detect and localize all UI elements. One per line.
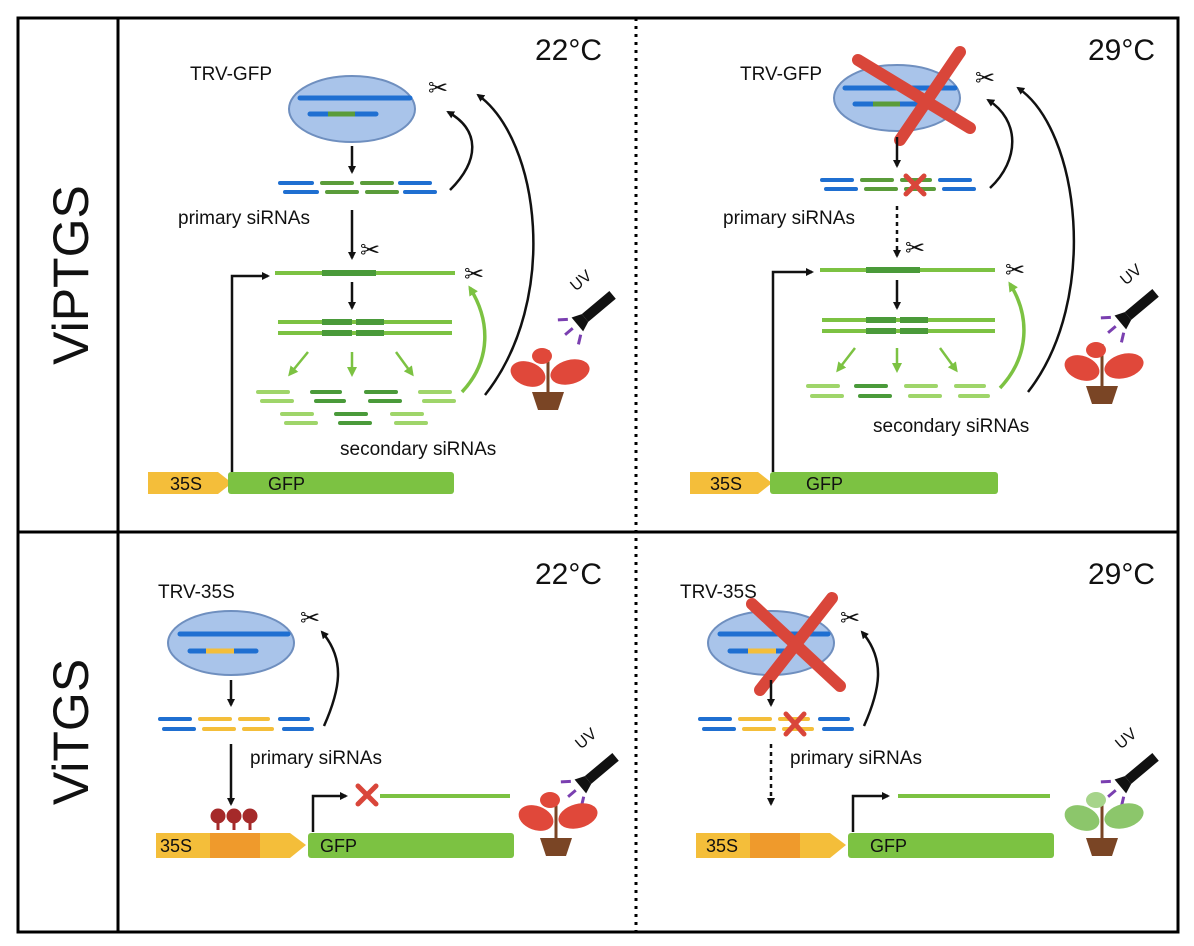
secondary-sirnas xyxy=(256,390,456,425)
primary-sirnas-label: primary siRNAs xyxy=(178,208,310,229)
dsrna xyxy=(822,317,995,334)
uv-label: UV xyxy=(1117,261,1145,289)
virus-label: TRV-GFP xyxy=(740,64,822,85)
cross-icon xyxy=(746,592,846,696)
row-label-vitgs: ViTGS xyxy=(43,659,99,805)
primary-sirnas xyxy=(820,178,976,191)
scissors-icon: ✂ xyxy=(464,261,484,288)
virus-particle xyxy=(167,610,295,676)
uv-label: UV xyxy=(572,725,600,753)
transcription-arrow xyxy=(851,792,890,832)
promoter-label: 35S xyxy=(710,474,742,494)
gene-label: GFP xyxy=(806,474,843,494)
feedback-arrow xyxy=(1016,86,1076,393)
scissors-icon: ✂ xyxy=(428,75,448,102)
plant-icon xyxy=(1064,342,1144,404)
temperature-label: 22°C xyxy=(535,558,602,591)
scissors-icon: ✂ xyxy=(840,605,860,632)
plant-icon xyxy=(510,348,590,410)
feedback-arrow xyxy=(986,98,1014,189)
virus-label: TRV-35S xyxy=(680,582,757,603)
feedback-arrow xyxy=(446,110,474,191)
uv-flashlight-icon xyxy=(1100,753,1159,807)
panel-viptgs-29c: 29°C TRV-GFP ✂ primary siRNAs ✂ ✂ xyxy=(690,34,1159,494)
green-arrows xyxy=(288,351,414,377)
methylation-icon xyxy=(210,808,258,830)
uv-flashlight-icon xyxy=(560,753,619,807)
scissors-icon: ✂ xyxy=(1005,257,1025,284)
cross-icon xyxy=(783,711,807,737)
plant-icon xyxy=(518,792,598,856)
uv-label: UV xyxy=(1112,725,1140,753)
temperature-label: 22°C xyxy=(535,34,602,67)
primary-sirnas-label: primary siRNAs xyxy=(250,748,382,769)
green-arrows xyxy=(836,347,958,373)
primary-sirnas xyxy=(698,717,854,731)
cross-icon xyxy=(355,783,379,807)
plant-icon xyxy=(1064,792,1144,856)
amplification-arrow xyxy=(460,285,487,394)
gene-label: GFP xyxy=(268,474,305,494)
uv-flashlight-icon xyxy=(557,291,616,345)
secondary-sirnas-label: secondary siRNAs xyxy=(873,416,1029,437)
row-label-viptgs: ViPTGS xyxy=(43,185,99,365)
promoter-label: 35S xyxy=(706,836,738,856)
scissors-icon: ✂ xyxy=(300,605,320,632)
frame xyxy=(16,16,1180,934)
gene-construct xyxy=(148,472,454,494)
feedback-arrow xyxy=(476,93,535,396)
amplification-arrow xyxy=(998,281,1026,390)
temperature-label: 29°C xyxy=(1088,34,1155,67)
transcription-arrow xyxy=(230,272,270,472)
transcription-arrow xyxy=(311,792,348,832)
dsrna xyxy=(278,319,452,336)
feedback-arrow xyxy=(320,630,340,727)
gene-label: GFP xyxy=(320,836,357,856)
cross-icon xyxy=(903,173,927,197)
primary-sirnas-label: primary siRNAs xyxy=(790,748,922,769)
gene-construct xyxy=(690,472,998,494)
outer-border xyxy=(16,16,1180,934)
feedback-arrow xyxy=(860,630,880,727)
scissors-icon: ✂ xyxy=(905,235,925,262)
transcription-arrow xyxy=(771,268,814,472)
gene-construct xyxy=(696,833,1054,858)
secondary-sirnas-label: secondary siRNAs xyxy=(340,439,496,460)
primary-sirnas xyxy=(158,717,314,731)
promoter-label: 35S xyxy=(170,474,202,494)
scissors-icon: ✂ xyxy=(360,237,380,264)
promoter-label: 35S xyxy=(160,836,192,856)
panel-vitgs-22c: 22°C TRV-35S ✂ primary siRNAs xyxy=(156,558,619,858)
primary-sirnas-label: primary siRNAs xyxy=(723,208,855,229)
cross-icon xyxy=(852,46,976,146)
virus-particle xyxy=(833,64,961,132)
scissors-icon: ✂ xyxy=(975,65,995,92)
panel-viptgs-22c: 22°C TRV-GFP ✂ primary siRNAs ✂ ✂ xyxy=(148,34,616,494)
gene-label: GFP xyxy=(870,836,907,856)
primary-sirnas xyxy=(278,181,437,194)
virus-label: TRV-GFP xyxy=(190,64,272,85)
virus-label: TRV-35S xyxy=(158,582,235,603)
secondary-sirnas xyxy=(806,384,990,398)
virus-particle xyxy=(288,75,416,143)
gene-construct xyxy=(156,833,514,858)
uv-flashlight-icon xyxy=(1100,289,1159,343)
panel-vitgs-29c: 29°C TRV-35S ✂ primary siRNAs xyxy=(680,558,1159,858)
temperature-label: 29°C xyxy=(1088,558,1155,591)
uv-label: UV xyxy=(567,267,595,295)
